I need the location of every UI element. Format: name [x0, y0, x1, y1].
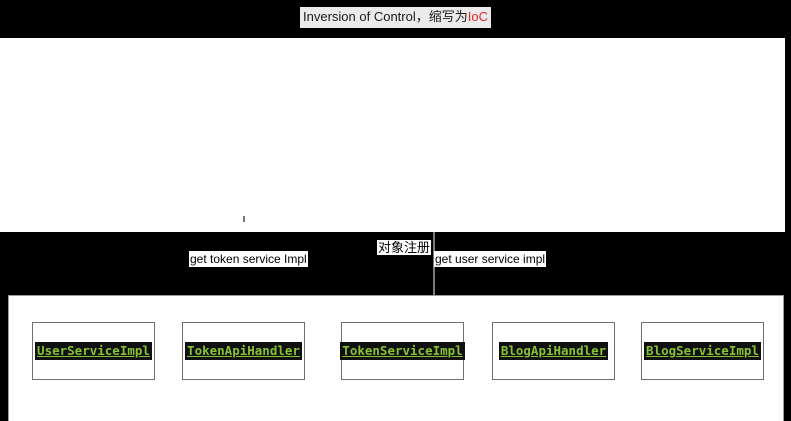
- class-box-label: TokenServiceImpl: [340, 342, 465, 360]
- class-box-label: BlogServiceImpl: [644, 342, 761, 360]
- class-box-token-service-impl[interactable]: TokenServiceImpl: [340, 322, 465, 380]
- class-box-user-service-impl[interactable]: UserServiceImpl: [32, 322, 155, 380]
- class-box-token-api-handler[interactable]: TokenApiHandler: [182, 322, 305, 380]
- class-box-label: UserServiceImpl: [35, 342, 152, 360]
- diagram-title-bar: Inversion of Control，缩写为IoC: [0, 6, 791, 28]
- page-title-accent: IoC: [467, 9, 488, 24]
- page-title-prefix: Inversion of Control，缩写为: [303, 9, 468, 24]
- edge-label-get-user-service-impl: get user service impl: [434, 251, 547, 267]
- connector-token-service-impl: [433, 232, 435, 322]
- class-box-label: BlogApiHandler: [498, 342, 609, 360]
- edge-label-get-token-service-impl: get token service Impl: [189, 251, 308, 267]
- edge-label-object-registration: 对象注册: [377, 240, 432, 255]
- connector-token-api-handler-stub: [243, 216, 245, 222]
- class-box-label: TokenApiHandler: [185, 342, 302, 360]
- class-box-blog-service-impl[interactable]: BlogServiceImpl: [641, 322, 764, 380]
- ioc-container-canvas: [0, 38, 785, 232]
- class-box-blog-api-handler[interactable]: BlogApiHandler: [492, 322, 615, 380]
- page-title: Inversion of Control，缩写为IoC: [300, 7, 491, 28]
